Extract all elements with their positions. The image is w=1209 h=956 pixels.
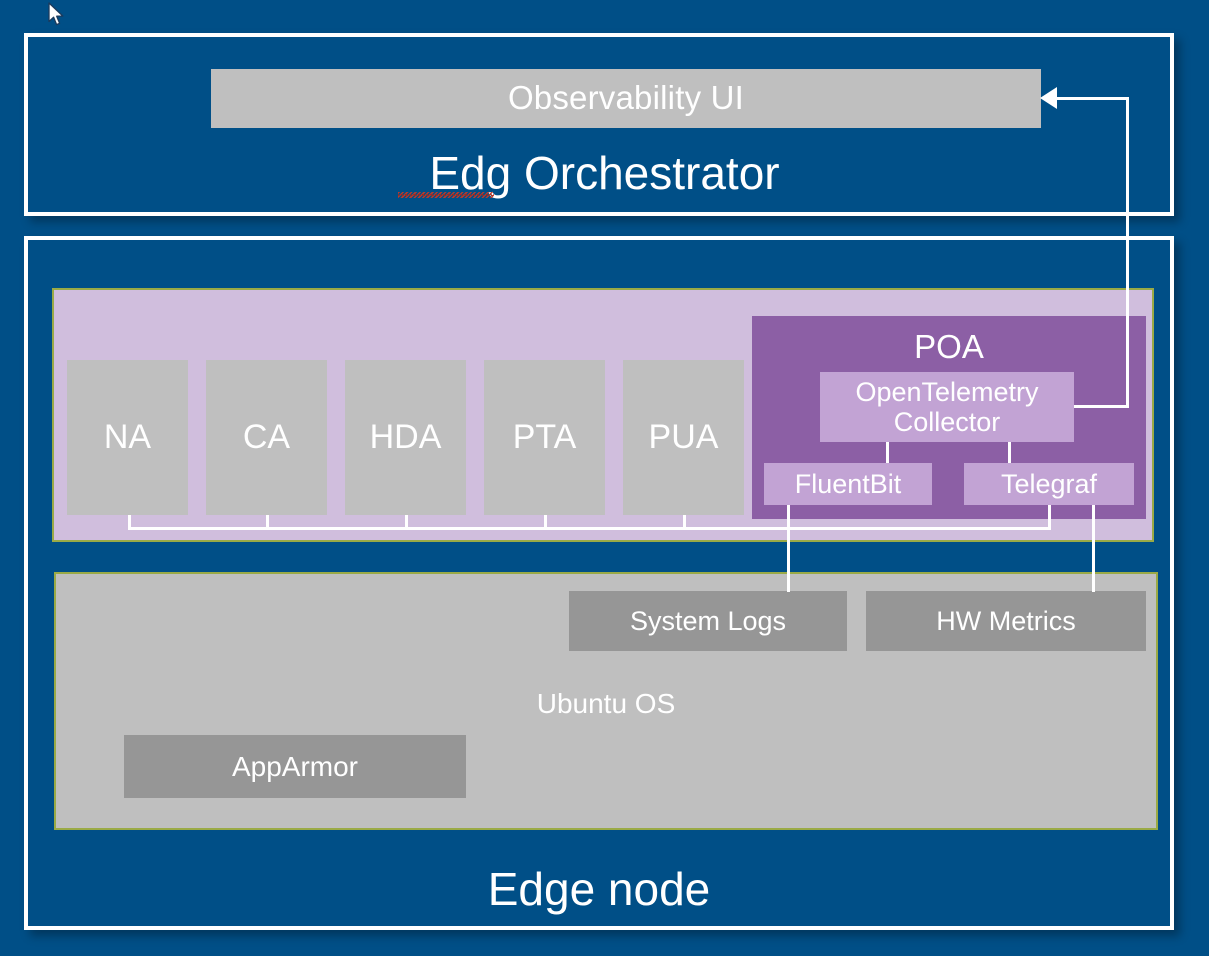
connector-otel-to-ui-riser	[1126, 97, 1129, 408]
otel-collector-label: OpenTelemetry Collector	[855, 376, 1039, 437]
spellcheck-squiggle-icon	[398, 192, 494, 198]
system-logs-box[interactable]: System Logs	[569, 591, 847, 651]
agent-box-hda[interactable]: HDA	[345, 360, 466, 515]
connector-arrowhead-icon	[1040, 87, 1057, 109]
bus-drop-hda	[405, 515, 408, 530]
orchestrator-panel	[24, 33, 1174, 216]
agent-box-na[interactable]: NA	[67, 360, 188, 515]
ubuntu-os-label: Ubuntu OS	[536, 688, 676, 719]
connector-telegraf-hw-metrics	[1092, 505, 1095, 592]
bus-drop-na	[128, 515, 131, 530]
bus-drop-ca	[266, 515, 269, 530]
connector-otel-fluentbit	[886, 442, 889, 463]
agent-label: HDA	[369, 418, 442, 457]
bus-riser-telegraf	[1048, 505, 1051, 530]
agent-label: NA	[103, 418, 152, 457]
agent-bus-rail	[128, 527, 1051, 530]
system-logs-label: System Logs	[629, 605, 787, 636]
agent-label: CA	[242, 418, 291, 457]
hw-metrics-label: HW Metrics	[936, 605, 1076, 636]
fluentbit-label: FluentBit	[794, 468, 902, 499]
observability-ui-box[interactable]: Observability UI	[211, 69, 1041, 128]
mouse-cursor-arrow-icon	[48, 2, 66, 33]
agent-box-pua[interactable]: PUA	[623, 360, 744, 515]
connector-fluentbit-system-logs	[787, 505, 790, 592]
telegraf-box[interactable]: Telegraf	[964, 463, 1134, 505]
agent-label: PTA	[512, 418, 577, 457]
apparmor-box[interactable]: AppArmor	[124, 735, 466, 798]
fluentbit-box[interactable]: FluentBit	[764, 463, 932, 505]
edge-node-title: Edge node	[487, 863, 711, 915]
telegraf-label: Telegraf	[1000, 468, 1098, 499]
connector-otel-telegraf	[1008, 442, 1011, 463]
hw-metrics-box[interactable]: HW Metrics	[866, 591, 1146, 651]
agent-box-pta[interactable]: PTA	[484, 360, 605, 515]
agent-label: PUA	[648, 418, 719, 457]
orchestrator-title: Edg Orchestrator	[429, 147, 780, 199]
otel-collector-box[interactable]: OpenTelemetry Collector	[820, 372, 1074, 442]
bus-drop-pta	[544, 515, 547, 530]
bus-drop-pua	[683, 515, 686, 530]
edge-node-panel	[24, 236, 1174, 930]
connector-otel-to-ui-stub	[1074, 405, 1129, 408]
agent-box-ca[interactable]: CA	[206, 360, 327, 515]
apparmor-label: AppArmor	[231, 750, 359, 782]
connector-otel-to-ui-run	[1055, 97, 1129, 100]
observability-ui-label: Observability UI	[507, 79, 745, 117]
poa-title: POA	[914, 328, 984, 365]
